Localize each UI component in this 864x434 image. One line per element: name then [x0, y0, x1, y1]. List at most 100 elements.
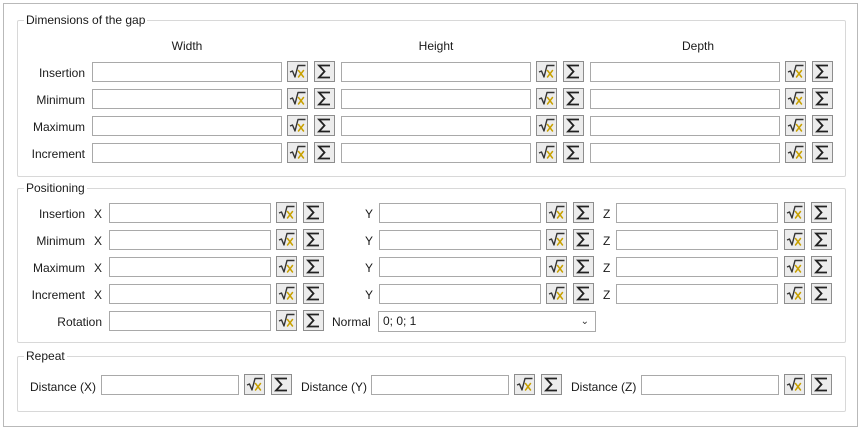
- dimensions-maximum-height-sum-button[interactable]: [563, 115, 584, 136]
- repeat-distance-y-sum-button[interactable]: [541, 374, 562, 395]
- sigma-sum-icon: [814, 205, 829, 220]
- dimensions-minimum-width-formula-button[interactable]: [287, 88, 308, 109]
- dimensions-group-title: Dimensions of the gap: [24, 13, 148, 27]
- dimensions-maximum-height-formula-button[interactable]: [536, 115, 557, 136]
- repeat-distance-y-formula-button[interactable]: [514, 374, 535, 395]
- positioning-maximum-z-axis-label: Z: [603, 261, 611, 275]
- dimensions-increment-depth-formula-button[interactable]: [785, 142, 806, 163]
- positioning-minimum-x-input[interactable]: [109, 230, 271, 250]
- repeat-distance-x-input[interactable]: [101, 375, 239, 395]
- positioning-maximum-y-formula-button[interactable]: [546, 256, 567, 277]
- positioning-insertion-y-formula-button[interactable]: [546, 202, 567, 223]
- positioning-maximum-y-input[interactable]: [379, 257, 541, 277]
- positioning-increment-z-input[interactable]: [616, 284, 778, 304]
- positioning-increment-z-sum-button[interactable]: [811, 283, 832, 304]
- dimensions-insertion-height-formula-button[interactable]: [536, 61, 557, 82]
- dimensions-minimum-width-input[interactable]: [92, 89, 282, 109]
- positioning-minimum-y-formula-button[interactable]: [546, 229, 567, 250]
- repeat-distance-z-input[interactable]: [641, 375, 779, 395]
- dimensions-increment-width-formula-button[interactable]: [287, 142, 308, 163]
- positioning-insertion-x-formula-button[interactable]: [276, 202, 297, 223]
- dimensions-insertion-depth-sum-button[interactable]: [812, 61, 833, 82]
- dimensions-minimum-depth-input[interactable]: [590, 89, 780, 109]
- dimensions-insertion-height-sum-button[interactable]: [563, 61, 584, 82]
- dimensions-minimum-height-formula-button[interactable]: [536, 88, 557, 109]
- positioning-maximum-x-input[interactable]: [109, 257, 271, 277]
- dimensions-maximum-width-input[interactable]: [92, 116, 282, 136]
- dimensions-column-width: Width: [171, 39, 203, 53]
- dimensions-maximum-height-input[interactable]: [341, 116, 531, 136]
- positioning-minimum-x-sum-button[interactable]: [303, 229, 324, 250]
- dimensions-insertion-height-input[interactable]: [341, 62, 531, 82]
- positioning-insertion-z-sum-button[interactable]: [811, 202, 832, 223]
- dimensions-increment-height-sum-button[interactable]: [563, 142, 584, 163]
- positioning-increment-x-sum-button[interactable]: [303, 283, 324, 304]
- normal-vector-select[interactable]: 0; 0; 1⌄: [378, 311, 596, 332]
- dimensions-maximum-width-formula-button[interactable]: [287, 115, 308, 136]
- sigma-sum-icon: [576, 205, 591, 220]
- positioning-insertion-x-sum-button[interactable]: [303, 202, 324, 223]
- positioning-increment-y-formula-button[interactable]: [546, 283, 567, 304]
- positioning-insertion-x-input[interactable]: [109, 203, 271, 223]
- sigma-sum-icon: [317, 64, 332, 79]
- positioning-maximum-z-formula-button[interactable]: [784, 256, 805, 277]
- repeat-distance-z-formula-button[interactable]: [784, 374, 805, 395]
- sigma-sum-icon: [306, 205, 321, 220]
- dimensions-minimum-height-sum-button[interactable]: [563, 88, 584, 109]
- positioning-insertion-z-formula-button[interactable]: [784, 202, 805, 223]
- square-root-formula-icon: [289, 64, 306, 79]
- positioning-maximum-y-sum-button[interactable]: [573, 256, 594, 277]
- repeat-group-title: Repeat: [24, 349, 67, 363]
- positioning-increment-z-formula-button[interactable]: [784, 283, 805, 304]
- dimensions-insertion-width-sum-button[interactable]: [314, 61, 335, 82]
- positioning-rotation-formula-button[interactable]: [276, 310, 297, 331]
- positioning-minimum-z-formula-button[interactable]: [784, 229, 805, 250]
- dimensions-increment-height-formula-button[interactable]: [536, 142, 557, 163]
- positioning-maximum-z-input[interactable]: [616, 257, 778, 277]
- positioning-minimum-y-sum-button[interactable]: [573, 229, 594, 250]
- positioning-insertion-z-input[interactable]: [616, 203, 778, 223]
- dimensions-insertion-width-input[interactable]: [92, 62, 282, 82]
- positioning-minimum-y-input[interactable]: [379, 230, 541, 250]
- repeat-distance-x-formula-button[interactable]: [244, 374, 265, 395]
- positioning-increment-y-sum-button[interactable]: [573, 283, 594, 304]
- dimensions-maximum-depth-input[interactable]: [590, 116, 780, 136]
- positioning-maximum-x-formula-button[interactable]: [276, 256, 297, 277]
- positioning-minimum-x-formula-button[interactable]: [276, 229, 297, 250]
- positioning-maximum-z-sum-button[interactable]: [811, 256, 832, 277]
- positioning-minimum-x-axis-label: X: [94, 234, 103, 248]
- positioning-minimum-z-input[interactable]: [616, 230, 778, 250]
- sigma-sum-icon: [814, 377, 829, 392]
- sigma-sum-icon: [306, 286, 321, 301]
- dimensions-increment-width-input[interactable]: [92, 143, 282, 163]
- dimensions-minimum-depth-formula-button[interactable]: [785, 88, 806, 109]
- positioning-insertion-x-axis-label: X: [94, 207, 103, 221]
- repeat-distance-y-input[interactable]: [371, 375, 509, 395]
- repeat-group: Repeat: [17, 349, 846, 412]
- dimensions-minimum-depth-sum-button[interactable]: [812, 88, 833, 109]
- positioning-increment-x-formula-button[interactable]: [276, 283, 297, 304]
- dimensions-increment-depth-sum-button[interactable]: [812, 142, 833, 163]
- positioning-rotation-sum-button[interactable]: [303, 310, 324, 331]
- dimensions-insertion-depth-formula-button[interactable]: [785, 61, 806, 82]
- positioning-insertion-y-sum-button[interactable]: [573, 202, 594, 223]
- positioning-minimum-z-sum-button[interactable]: [811, 229, 832, 250]
- dimensions-increment-height-input[interactable]: [341, 143, 531, 163]
- dimensions-minimum-width-sum-button[interactable]: [314, 88, 335, 109]
- repeat-distance-z-sum-button[interactable]: [811, 374, 832, 395]
- dimensions-maximum-depth-formula-button[interactable]: [785, 115, 806, 136]
- repeat-distance-x-sum-button[interactable]: [271, 374, 292, 395]
- positioning-rotation-input[interactable]: [109, 311, 271, 331]
- dimensions-increment-width-sum-button[interactable]: [314, 142, 335, 163]
- dimensions-insertion-width-formula-button[interactable]: [287, 61, 308, 82]
- dimensions-maximum-width-sum-button[interactable]: [314, 115, 335, 136]
- dimensions-insertion-depth-input[interactable]: [590, 62, 780, 82]
- square-root-formula-icon: [289, 145, 306, 160]
- positioning-insertion-y-input[interactable]: [379, 203, 541, 223]
- dimensions-minimum-height-input[interactable]: [341, 89, 531, 109]
- positioning-maximum-x-sum-button[interactable]: [303, 256, 324, 277]
- positioning-increment-x-input[interactable]: [109, 284, 271, 304]
- positioning-increment-y-input[interactable]: [379, 284, 541, 304]
- dimensions-increment-depth-input[interactable]: [590, 143, 780, 163]
- dimensions-maximum-depth-sum-button[interactable]: [812, 115, 833, 136]
